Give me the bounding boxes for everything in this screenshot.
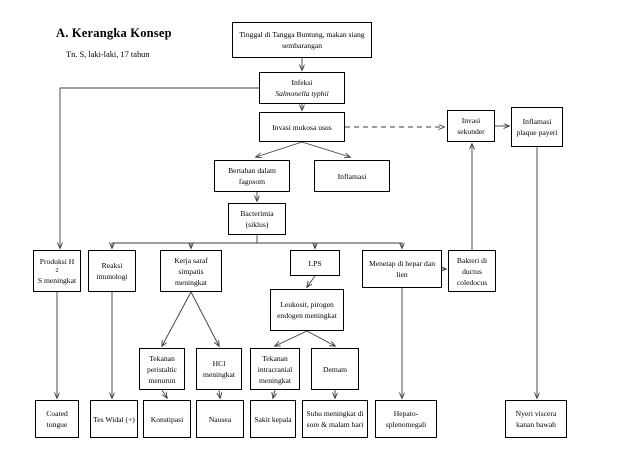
node-hepatosplenomegali: Hepato-splenomegali xyxy=(375,400,437,438)
node-nyeri-viscera: Nyeri viscera kanan bawah xyxy=(505,400,567,438)
node-tekanan-intracranial: Tekanan intracranial meningkat xyxy=(250,348,300,390)
node-sakit-kepala: Sakit kepala xyxy=(250,400,296,438)
node-tekanan-peristaltic: Tekanan peristaltic menurun xyxy=(139,348,185,390)
node-suhu-meningkat: Suhu meningkat di sore & malam hari xyxy=(302,400,368,438)
node-inflamasi: Inflamasi xyxy=(314,160,390,192)
node-tinggal: Tinggal di Tangga Buntung, makan siang s… xyxy=(232,22,372,58)
page-subtitle: Tn. S, laki-laki, 17 tahun xyxy=(66,50,150,59)
node-lps: LPS xyxy=(290,250,340,276)
node-demam: Demam xyxy=(311,348,359,390)
node-leukosit-pirogen: Leukosit, pirogen endogen meningkat xyxy=(270,289,344,331)
node-invasi-sekunder: Invasi sekunder xyxy=(447,110,495,142)
node-invasi-mukosa: Invasi mukosa usus xyxy=(259,112,345,142)
node-infeksi: Infeksi Salmonella typhii xyxy=(259,72,345,104)
node-inflamasi-plaque-payeri: Inflamasi plaque payeri xyxy=(511,107,563,147)
node-menetap-hepar-lien: Menetap di hepar dan lien xyxy=(362,250,442,288)
node-coated-tongue: Coated tongue xyxy=(35,400,79,438)
node-bacterimia: Bacterimia (siklus) xyxy=(228,203,286,235)
page-title: A. Kerangka Konsep xyxy=(56,26,172,40)
node-konstipasi: Konstipasi xyxy=(143,400,191,438)
node-tes-widal: Tes Widal (+) xyxy=(90,400,138,438)
node-bertahan-fagosom: Bertahan dalam fagosom xyxy=(214,160,290,192)
node-kerja-saraf-simpatis: Kerja saraf simpatis meningkat xyxy=(160,250,222,292)
node-nausea: Nausea xyxy=(196,400,244,438)
node-bakteri-ductus-coledocus: Bakteri di ductus coledocus xyxy=(448,250,496,292)
node-hcl-meningkat: HCl meningkat xyxy=(196,348,242,390)
node-reaksi-imunologi: Reaksi imunologi xyxy=(88,250,136,292)
